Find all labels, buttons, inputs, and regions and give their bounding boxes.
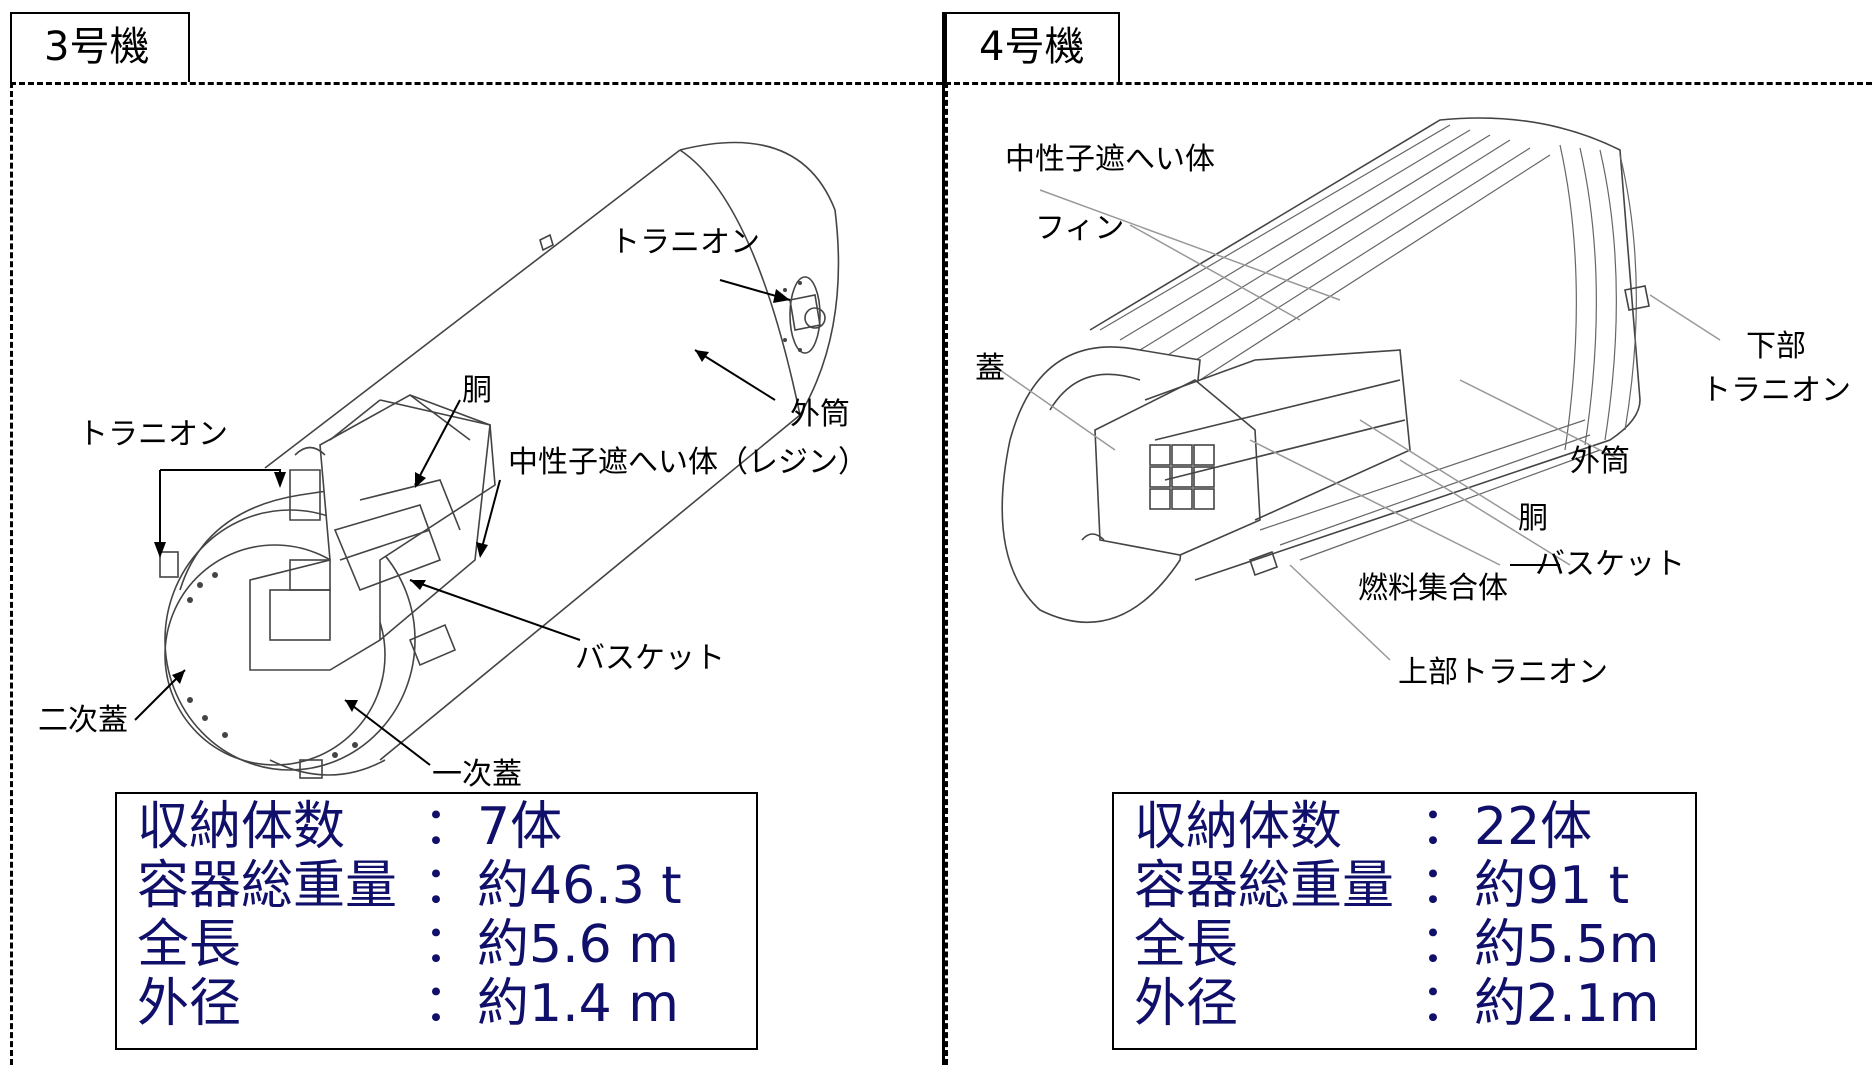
spec-label: 全長 [137,915,242,975]
unit3-spec-row: 外径 ： 約1.4 m [137,975,756,1034]
spec-sep: ： [1420,915,1473,975]
unit4-panel [945,82,1872,1065]
spec-sep: ： [1420,797,1473,857]
unit4-tab: 4号機 [945,12,1120,82]
unit3-label-trunnion-top: トラニオン [610,225,760,260]
spec-sep: ： [1420,974,1473,1034]
unit3-label-body: 胴 [462,373,492,408]
unit4-label-neutron-shield: 中性子遮へい体 [1005,142,1215,177]
unit3-shell-top-edge [264,149,681,469]
unit4-label-fuel-assembly: 燃料集合体 [1358,571,1508,606]
unit4-label-basket: バスケット [1535,547,1685,582]
unit3-label-neutron-shield: 中性子遮へい体（レジン） [508,445,868,480]
spec-sep: ： [423,974,476,1034]
spec-sep: ： [423,797,476,857]
spec-label: 外径 [1134,974,1239,1034]
spec-value: 22体 [1474,797,1593,857]
unit3-spec-box: 収納体数 ： 7体 容器総重量 ： 約46.3 t 全長 ： 約5.6 m 外径… [115,792,758,1050]
spec-label: 外径 [137,974,242,1034]
spec-sep: ： [423,915,476,975]
spec-value: 7体 [477,797,563,857]
unit4-leaders [999,189,1721,661]
unit3-label-basket: バスケット [575,641,725,676]
spec-value: 約5.5m [1474,915,1660,975]
unit4-label-body: 胴 [1518,501,1548,536]
unit3-label-secondary-lid: 二次蓋 [38,703,128,738]
unit3-label-trunnion-left: トラニオン [78,417,228,452]
unit3-shell-end [679,141,840,416]
panel-divider [942,12,945,1065]
spec-label: 全長 [1134,915,1239,975]
unit3-shell-bottom-edge [379,414,801,761]
spec-label: 容器総重量 [1134,856,1395,916]
unit4-spec-row: 収納体数 ： 22体 [1134,798,1695,857]
unit4-fin-stripes [1099,124,1637,561]
unit4-label-upper-trunnion: 上部トラニオン [1398,655,1608,690]
spec-sep: ： [1420,856,1473,916]
spec-value: 約91 t [1474,856,1630,916]
unit3-spec-row: 収納体数 ： 7体 [137,798,756,857]
unit4-spec-box: 収納体数 ： 22体 容器総重量 ： 約91 t 全長 ： 約5.5m 外径 ：… [1112,792,1697,1050]
unit3-spec-row: 容器総重量 ： 約46.3 t [137,857,756,916]
unit3-tab: 3号機 [10,12,190,82]
unit4-label-fin: フィン [1035,211,1125,246]
unit3-spec-row: 全長 ： 約5.6 m [137,916,756,975]
unit3-panel [10,82,942,1065]
spec-label: 容器総重量 [137,856,398,916]
unit4-label-lower-trunnion: 下部 トラニオン [1701,329,1851,408]
unit4-label-outer-shell: 外筒 [1570,444,1630,479]
unit3-label-primary-lid: 一次蓋 [432,757,522,792]
spec-label: 収納体数 [1134,797,1343,857]
unit4-spec-row: 全長 ： 約5.5m [1134,916,1695,975]
spec-value: 約46.3 t [477,856,682,916]
spec-value: 約5.6 m [477,915,679,975]
spec-value: 約1.4 m [477,974,679,1034]
unit3-leaders [134,279,791,766]
spec-value: 約2.1m [1474,974,1660,1034]
unit4-label-lid: 蓋 [975,351,1005,386]
unit4-spec-row: 外径 ： 約2.1m [1134,975,1695,1034]
spec-label: 収納体数 [137,797,346,857]
unit4-spec-row: 容器総重量 ： 約91 t [1134,857,1695,916]
spec-sep: ： [423,856,476,916]
unit3-label-outer-shell: 外筒 [790,397,850,432]
